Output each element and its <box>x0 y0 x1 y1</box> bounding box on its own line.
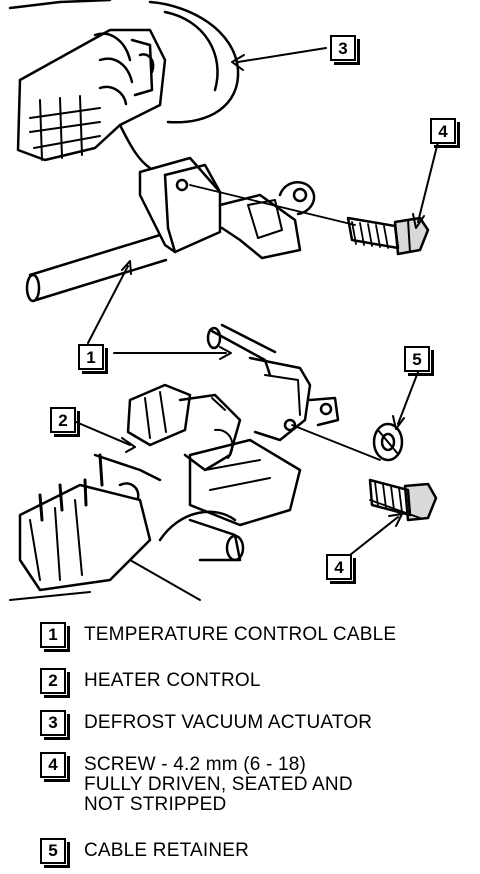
callout-4-upper: 4 <box>430 118 460 148</box>
screw-lower-drawing <box>368 478 438 522</box>
legend-text-4: SCREW - 4.2 mm (6 - 18) FULLY DRIVEN, SE… <box>84 754 353 815</box>
legend-text-3: DEFROST VACUUM ACTUATOR <box>84 712 373 733</box>
legend-item-3: 3 DEFROST VACUUM ACTUATOR <box>40 710 373 740</box>
callout-3: 3 <box>330 35 360 65</box>
legend-key-2: 2 <box>40 668 70 698</box>
legend-key-5: 5 <box>40 838 70 868</box>
legend-item-1: 1 TEMPERATURE CONTROL CABLE <box>40 622 397 652</box>
legend-key-3: 3 <box>40 710 70 740</box>
exploded-assembly-diagram <box>8 0 439 601</box>
legend-text-5: CABLE RETAINER <box>84 840 250 861</box>
callout-4-lower: 4 <box>326 554 356 584</box>
callout-1: 1 <box>78 344 108 374</box>
legend-item-5: 5 CABLE RETAINER <box>40 838 250 868</box>
legend-text-1: TEMPERATURE CONTROL CABLE <box>84 624 397 645</box>
cable-retainer-drawing <box>372 422 404 462</box>
heater-control-drawing <box>9 383 302 601</box>
legend-key-4: 4 <box>40 752 70 782</box>
callout-5: 5 <box>404 346 434 376</box>
screw-upper-drawing <box>189 184 430 256</box>
callout-2: 2 <box>50 407 80 437</box>
legend-item-2: 2 HEATER CONTROL <box>40 668 261 698</box>
defrost-vacuum-actuator-drawing <box>8 0 240 170</box>
legend-item-4: 4 SCREW - 4.2 mm (6 - 18) FULLY DRIVEN, … <box>40 752 353 815</box>
legend-text-2: HEATER CONTROL <box>84 670 261 691</box>
legend-key-1: 1 <box>40 622 70 652</box>
leader-lines <box>75 47 439 556</box>
cable-bracket-upper-drawing <box>25 156 316 303</box>
